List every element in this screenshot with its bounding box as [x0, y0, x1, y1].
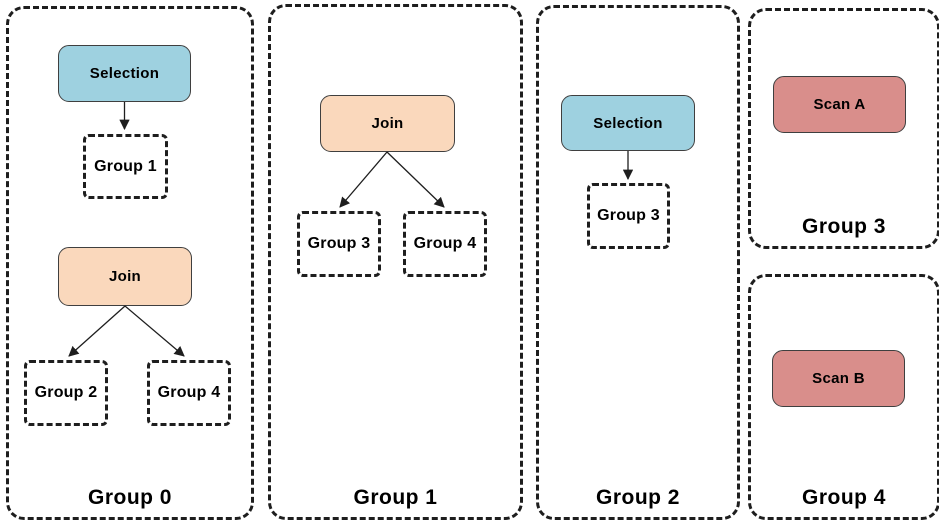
ref-g2-group3: Group 3 [587, 183, 670, 249]
panel-label-group4: Group 4 [801, 486, 886, 509]
node-g3-scan-a: Scan A [773, 76, 906, 133]
group-panel-3: Group 3 [748, 8, 939, 249]
node-g1-join: Join [320, 95, 455, 152]
ref-g0-group4: Group 4 [147, 360, 231, 426]
ref-label: Group 4 [157, 384, 221, 401]
ref-label: Group 1 [94, 157, 157, 175]
ref-g0-group1: Group 1 [83, 134, 168, 199]
node-label: Join [108, 268, 142, 285]
node-label: Selection [89, 65, 160, 82]
group-panel-1: Group 1 [268, 4, 523, 520]
ref-label: Group 2 [34, 384, 98, 401]
node-label: Scan B [812, 370, 865, 387]
ref-g0-group2: Group 2 [24, 360, 108, 426]
ref-g1-group3: Group 3 [297, 211, 381, 277]
node-g2-selection: Selection [561, 95, 695, 151]
group-panel-2: Group 2 [536, 5, 740, 520]
node-label: Join [371, 115, 404, 132]
panel-label-group2: Group 2 [595, 486, 680, 509]
ref-label: Group 3 [597, 207, 660, 224]
node-g4-scan-b: Scan B [772, 350, 905, 407]
node-label: Selection [593, 114, 663, 132]
panel-label-group3: Group 3 [801, 215, 886, 238]
node-label: Scan A [813, 96, 866, 113]
group-panel-4: Group 4 [748, 274, 939, 520]
node-g0-join: Join [58, 247, 192, 306]
node-g0-selection: Selection [58, 45, 191, 102]
ref-label: Group 4 [413, 235, 477, 252]
panel-label-group0: Group 0 [87, 486, 172, 509]
group-panel-0: Group 0 [6, 6, 254, 520]
ref-g1-group4: Group 4 [403, 211, 487, 277]
ref-label: Group 3 [307, 235, 371, 252]
panel-label-group1: Group 1 [353, 486, 438, 509]
